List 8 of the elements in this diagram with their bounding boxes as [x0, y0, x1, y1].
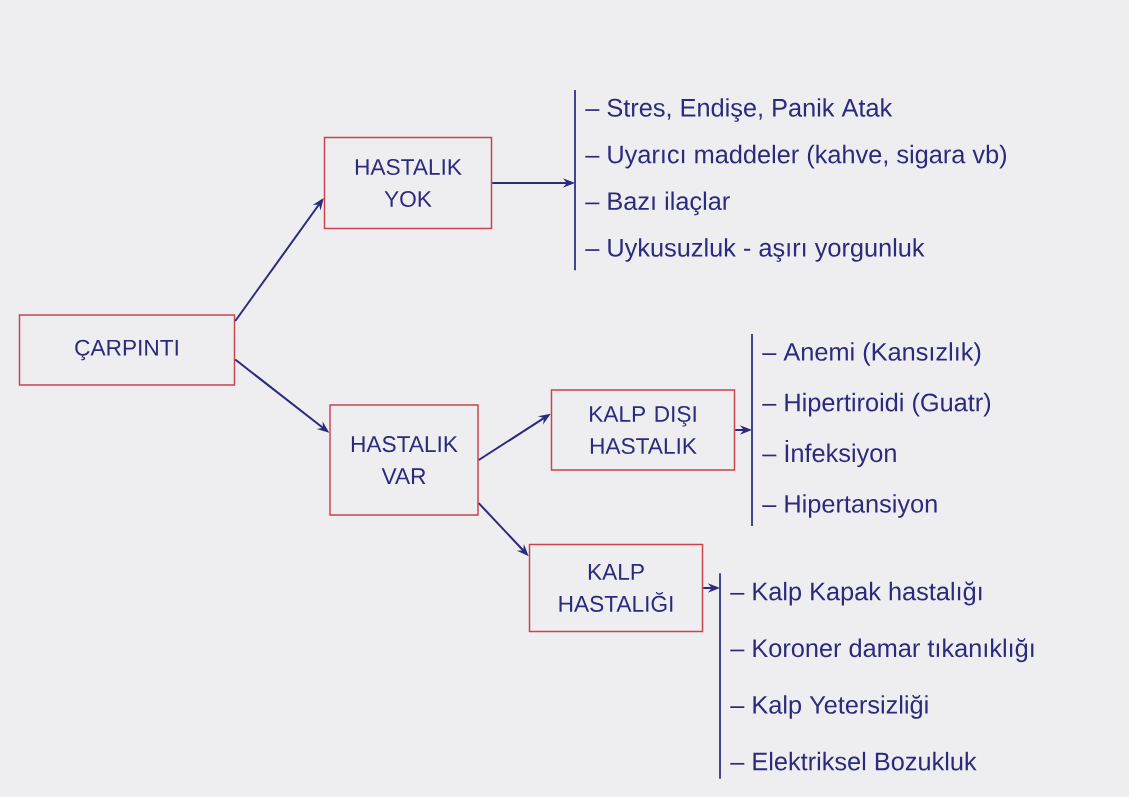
text-box: HASTALIK VAR: [329, 404, 479, 516]
text-box: ÇARPINTI: [18, 314, 236, 386]
bracket-list: – Stres, Endişe, Panik Atak – Uyarıcı maddeler (kahve, sigara vb) – Bazı ilaçlar – Uykusuzluk - aşırı yorgunluk: [574, 89, 1006, 271]
text-box: KALP HASTALIĞI: [528, 543, 704, 633]
bracket-list: – Kalp Kapak hastalığı – Koroner damar tıkanıklığı – Kalp Yetersizliği – Elektriksel Bozukluk: [719, 572, 1034, 780]
text-box: HASTALIK YOK: [323, 136, 493, 230]
bracket-list: – Anemi (Kansızlık) – Hipertiroidi (Guatr) – İnfeksiyon – Hipertansiyon: [751, 333, 991, 527]
text-box: KALP DIŞI HASTALIK: [550, 389, 736, 471]
